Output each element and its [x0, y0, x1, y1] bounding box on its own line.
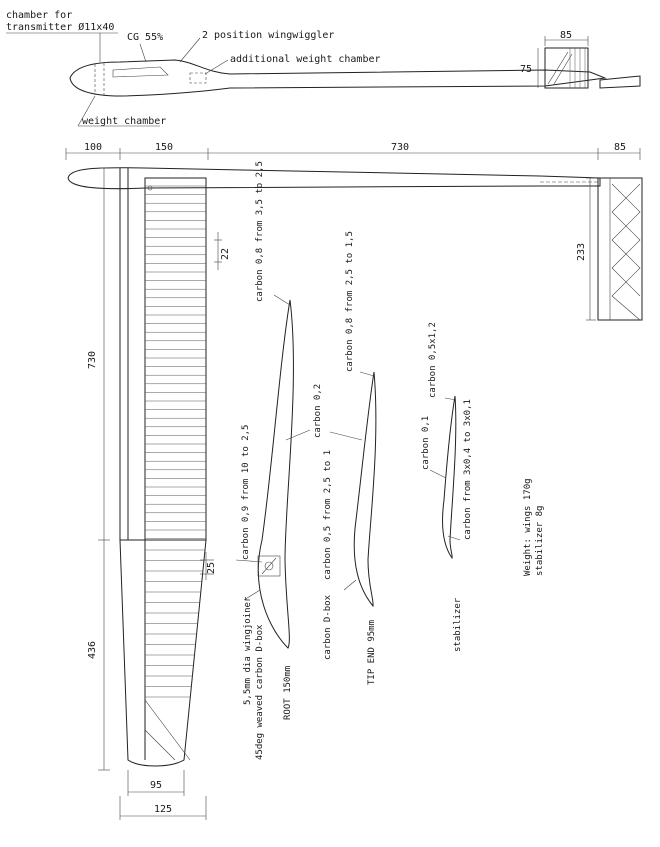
dim-tip-chord: 95 — [150, 780, 162, 791]
root-note-3: carbon 0,9 from 10 to 2,5 — [241, 425, 251, 560]
additional-weight-chamber-box — [189, 72, 207, 84]
stabilizer-section: carbon 0,5x1,2 carbon 0,1 carbon from 3x… — [421, 322, 473, 652]
stabilizer-planform: 233 — [576, 177, 643, 321]
tip-note-1: carbon 0,8 from 2,5 to 1,5 — [345, 231, 355, 372]
root-section: carbon 0,8 from 3,5 to 2,5 carbon 0,2 ca… — [235, 161, 323, 760]
dim-fuselage-length: 730 — [391, 142, 409, 153]
weight-line1: Weight: wings 170g — [523, 478, 533, 576]
dim-rib-spacing-1: 22 — [220, 248, 231, 260]
stab-note-2: carbon 0,1 — [421, 416, 431, 470]
dim-fin-height: 75 — [520, 64, 532, 75]
tip-section: carbon 0,8 from 2,5 to 1,5 carbon 0,5 fr… — [323, 231, 377, 685]
root-note-2: carbon 0,2 — [313, 384, 323, 438]
root-airfoil — [257, 299, 294, 649]
stabilizer-airfoil — [442, 395, 457, 559]
note-cg: CG 55% — [127, 32, 163, 43]
dim-nose: 100 — [84, 142, 102, 153]
tip-section-label: TIP END 95mm — [367, 620, 377, 685]
dim-outer-panel: 436 — [87, 641, 98, 659]
tip-note-2: carbon 0,5 from 2,5 to 1 — [323, 450, 333, 580]
note-chamber-line2: transmitter Ø11x40 — [6, 21, 114, 33]
dim-fin-width: 85 — [560, 30, 572, 41]
wingjoiner-box — [257, 555, 281, 577]
fuselage-top-view — [67, 167, 601, 191]
stab-note-1: carbon 0,5x1,2 — [428, 322, 438, 398]
note-weight-chamber: weight chamber — [82, 116, 166, 127]
note-chamber-line1: chamber for — [6, 10, 72, 21]
root-section-label: ROOT 150mm — [283, 666, 293, 720]
tip-note-3: carbon D-box — [323, 594, 333, 660]
stab-note-3: carbon from 3x0,4 to 3x0,1 — [463, 399, 473, 540]
weight-note: Weight: wings 170g stabilizer 8g — [523, 478, 545, 576]
inner-wing-panel — [144, 177, 207, 541]
dim-stab-span: 233 — [576, 243, 587, 261]
weight-line2: stabilizer 8g — [535, 506, 545, 576]
root-note-5: 45deg weaved carbon D-box — [255, 624, 265, 760]
dim-rib-spacing-2: 25 — [206, 562, 217, 574]
fin-outline — [544, 47, 589, 89]
root-note-1: carbon 0,8 from 3,5 to 2,5 — [255, 161, 265, 302]
tip-airfoil — [353, 371, 377, 608]
root-note-4: 5,5mm dia wingjoiner — [243, 596, 253, 705]
note-wingwiggler: 2 position wingwiggler — [202, 30, 334, 41]
canopy-hatch — [112, 66, 169, 78]
dim-tip-total: 125 — [154, 804, 172, 815]
dim-inner-panel: 730 — [87, 351, 98, 369]
note-additional-weight: additional weight chamber — [230, 54, 381, 65]
stabilizer-section-label: stabilizer — [453, 597, 463, 652]
fuselage-side-view: 85 75 chamber for transmitter Ø11x40 CG … — [6, 10, 641, 127]
planform-top-dimensions: 100 150 730 85 — [65, 142, 641, 160]
outer-wing-panel — [119, 539, 207, 767]
tail-stabilizer-side — [599, 75, 641, 89]
dim-root-chord-top: 150 — [155, 142, 173, 153]
dim-stab-width: 85 — [614, 142, 626, 153]
wing-planform: 730 436 22 25 95 125 — [87, 167, 231, 820]
